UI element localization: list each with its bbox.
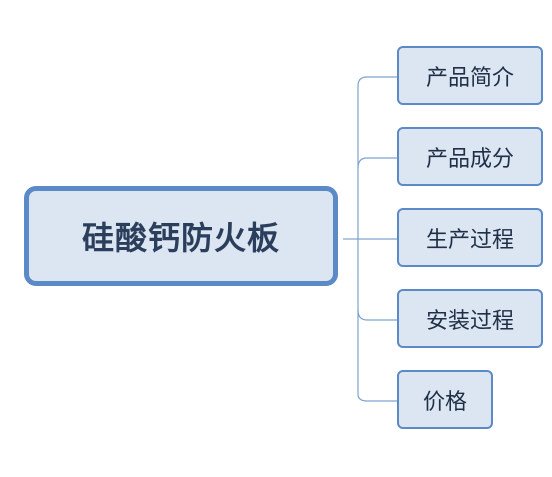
root-node[interactable]: 硅酸钙防火板 — [24, 186, 338, 286]
child-node-label: 生产过程 — [425, 227, 514, 253]
child-node-price[interactable]: 价格 — [397, 370, 493, 429]
child-node-installation-process[interactable]: 安装过程 — [397, 289, 543, 348]
child-node-production-process[interactable]: 生产过程 — [397, 208, 543, 267]
child-node-product-composition[interactable]: 产品成分 — [397, 127, 543, 186]
child-node-product-intro[interactable]: 产品简介 — [397, 46, 543, 105]
connector-branch-2 — [357, 157, 398, 169]
connector-branch-1 — [357, 76, 398, 87]
connector-branch-5 — [357, 393, 398, 402]
child-node-label: 安装过程 — [425, 308, 514, 334]
connector-branch-4 — [357, 309, 398, 321]
child-node-label: 产品成分 — [425, 146, 514, 172]
child-node-label: 产品简介 — [425, 65, 514, 91]
root-node-label: 硅酸钙防火板 — [81, 219, 280, 257]
child-node-label: 价格 — [422, 389, 467, 415]
